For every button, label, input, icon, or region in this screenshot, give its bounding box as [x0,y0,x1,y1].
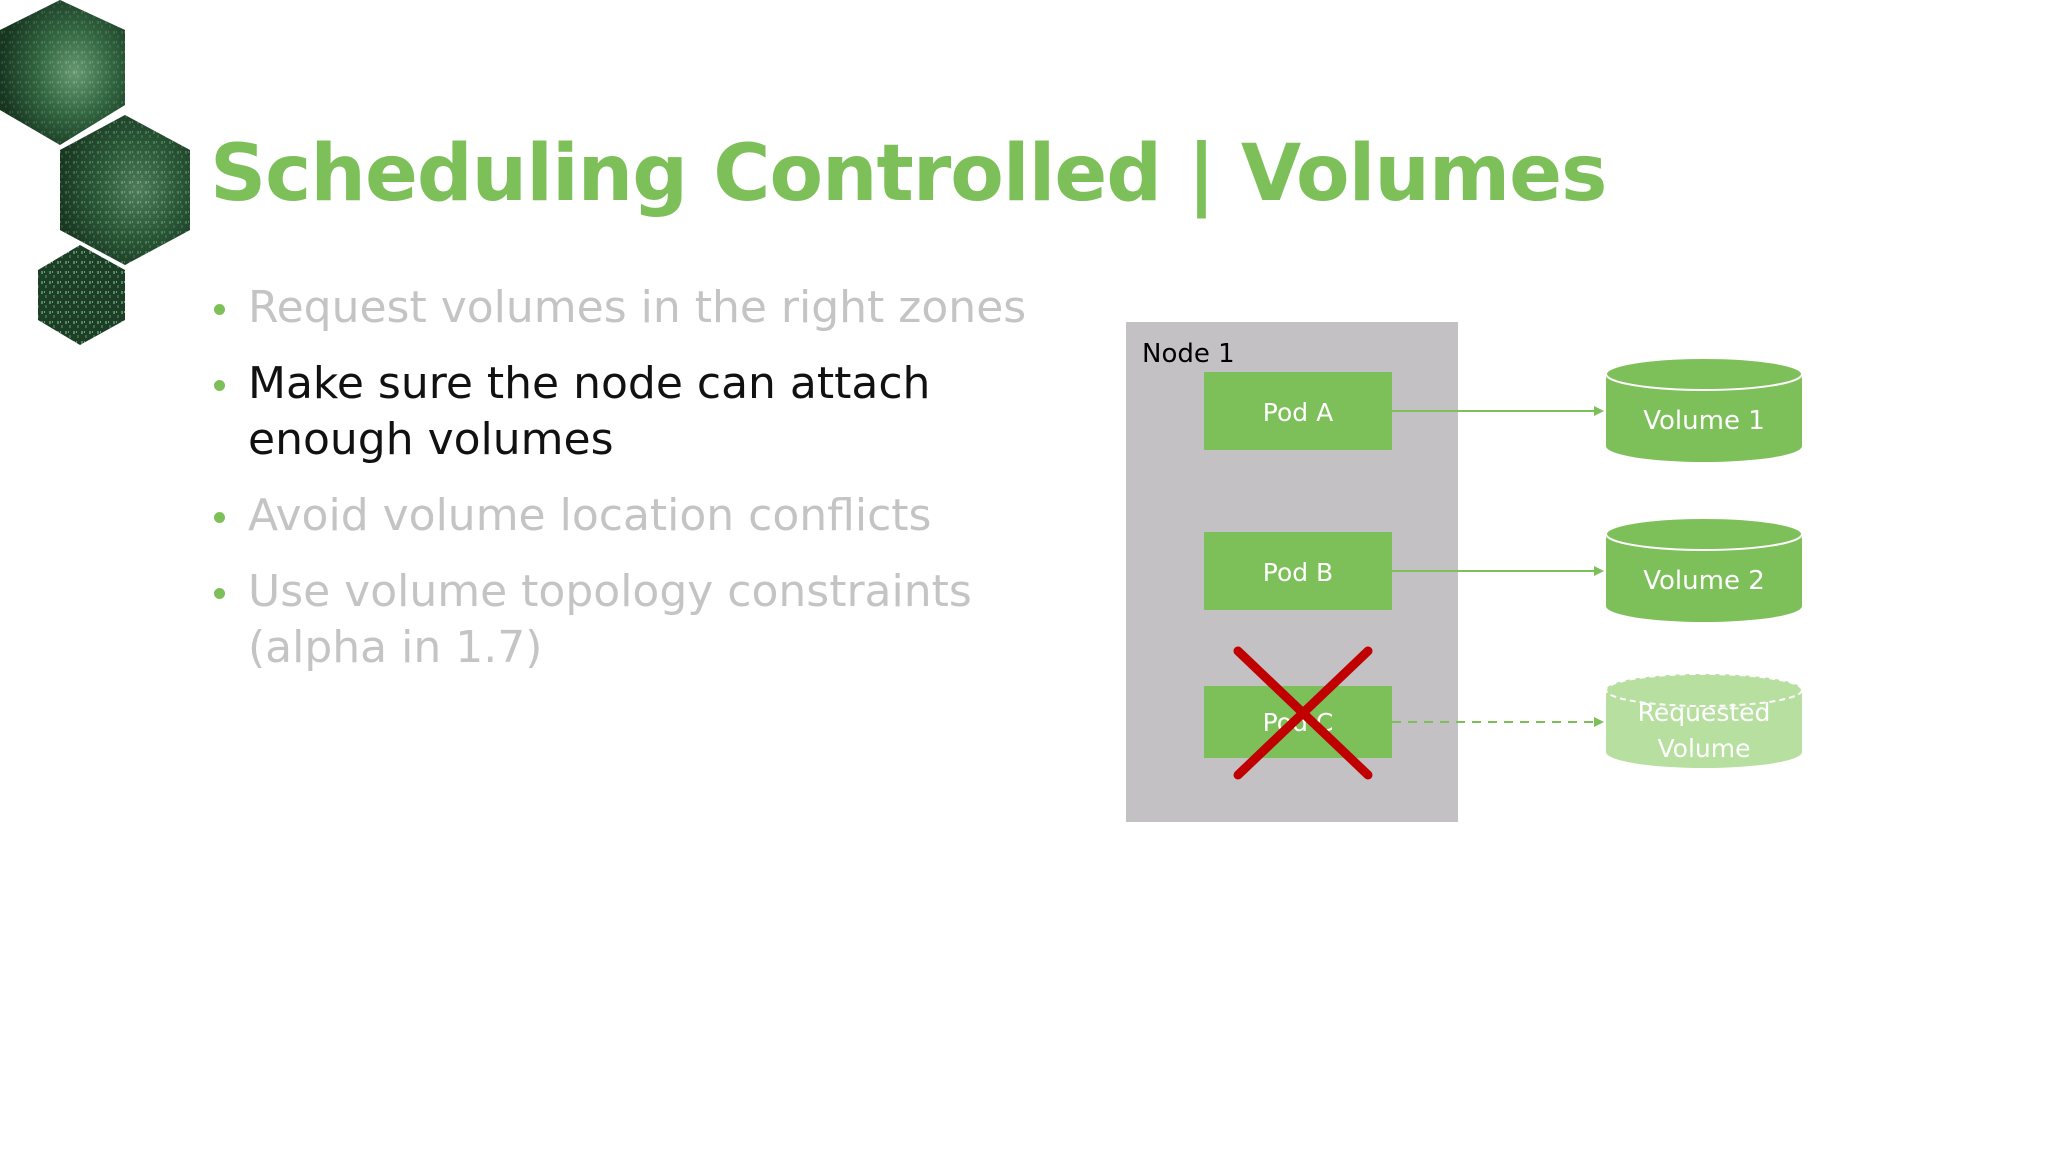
bullet-text: Make sure the node can attach enough vol… [248,358,931,465]
volume-label: Volume 1 [1643,406,1765,436]
bullet-dot-icon [214,512,225,523]
volume-label: Volume 2 [1643,566,1765,596]
volume-1-cylinder: Volume 1 [1605,357,1803,462]
node-label: Node 1 [1142,339,1235,369]
bullet-list: Request volumes in the right zones Make … [210,280,1030,696]
bullet-text: Use volume topology constraints (alpha i… [248,566,972,673]
bullet-dot-icon [214,588,225,599]
bullet-item: Use volume topology constraints (alpha i… [210,564,1030,676]
bullet-dot-icon [214,380,225,391]
bullet-text: Avoid volume location conflicts [248,490,932,541]
pod-a: Pod A [1204,372,1392,450]
bullet-dot-icon [214,304,225,315]
bullet-text: Request volumes in the right zones [248,282,1027,333]
pod-b: Pod B [1204,532,1392,610]
hexagon-logo-icon [0,0,190,345]
volume-2-cylinder: Volume 2 [1605,517,1803,622]
pod-label: Pod A [1263,398,1333,427]
requested-volume-cylinder: Requested Volume [1605,673,1803,768]
bullet-item: Make sure the node can attach enough vol… [210,356,1030,468]
bullet-item: Avoid volume location conflicts [210,488,1030,544]
page-title: Scheduling Controlled | Volumes [210,129,1607,219]
cross-icon [1233,646,1373,780]
volume-label-line2: Volume [1658,734,1751,763]
bullet-item: Request volumes in the right zones [210,280,1030,336]
pod-label: Pod B [1263,558,1333,587]
volume-label-line1: Requested [1638,698,1771,727]
